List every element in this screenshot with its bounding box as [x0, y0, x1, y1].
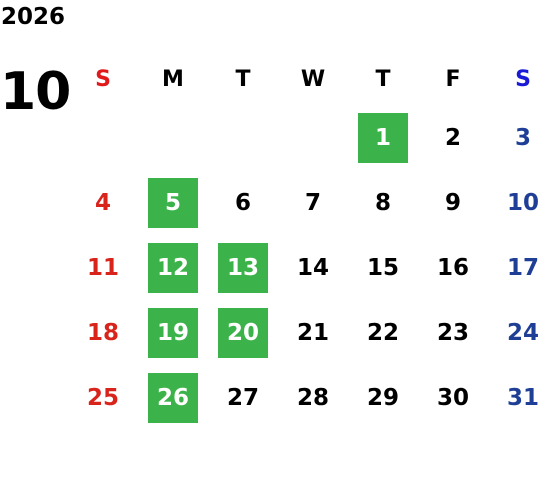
calendar-day-24[interactable]: 24	[506, 319, 539, 346]
calendar-day-2[interactable]: 2	[444, 124, 461, 151]
calendar-day-15[interactable]: 15	[366, 254, 399, 281]
calendar-day-empty	[148, 113, 198, 163]
calendar-day-3[interactable]: 3	[514, 124, 531, 151]
calendar-day-empty	[218, 113, 268, 163]
calendar-day-26[interactable]: 26	[148, 372, 198, 423]
calendar-day-17[interactable]: 17	[506, 254, 539, 281]
calendar-day-25[interactable]: 25	[86, 384, 119, 411]
calendar-day-4[interactable]: 4	[94, 189, 111, 216]
calendar-day-28[interactable]: 28	[296, 384, 329, 411]
weekday-saturday: S	[515, 67, 531, 92]
calendar-day-10[interactable]: 10	[506, 189, 539, 216]
calendar-day-13[interactable]: 13	[218, 242, 268, 293]
calendar-day-21[interactable]: 21	[296, 319, 329, 346]
weekday-tuesday: T	[235, 67, 251, 92]
calendar-day-1[interactable]: 1	[358, 112, 408, 163]
calendar-day-23[interactable]: 23	[436, 319, 469, 346]
weekday-friday: F	[445, 67, 461, 92]
calendar-year: 2026	[1, 4, 66, 30]
calendar-day-14[interactable]: 14	[296, 254, 329, 281]
weekday-monday: M	[162, 67, 184, 92]
calendar-day-29[interactable]: 29	[366, 384, 399, 411]
weekday-thursday: T	[375, 67, 391, 92]
calendar-day-7[interactable]: 7	[304, 189, 321, 216]
weekday-wednesday: W	[300, 67, 326, 92]
calendar-day-empty	[288, 113, 338, 163]
calendar-day-16[interactable]: 16	[436, 254, 469, 281]
calendar-day-19[interactable]: 19	[148, 307, 198, 358]
calendar-day-22[interactable]: 22	[366, 319, 399, 346]
calendar-day-18[interactable]: 18	[86, 319, 119, 346]
calendar-day-30[interactable]: 30	[436, 384, 469, 411]
calendar-day-31[interactable]: 31	[506, 384, 539, 411]
calendar-day-6[interactable]: 6	[234, 189, 251, 216]
weekday-sunday: S	[95, 67, 111, 92]
calendar-day-5[interactable]: 5	[148, 177, 198, 228]
calendar-day-empty	[78, 113, 128, 163]
calendar-day-11[interactable]: 11	[86, 254, 119, 281]
calendar-day-20[interactable]: 20	[218, 307, 268, 358]
calendar-day-9[interactable]: 9	[444, 189, 461, 216]
calendar-day-12[interactable]: 12	[148, 242, 198, 293]
calendar-day-8[interactable]: 8	[374, 189, 391, 216]
calendar-day-27[interactable]: 27	[226, 384, 259, 411]
calendar-month: 10	[0, 62, 71, 122]
